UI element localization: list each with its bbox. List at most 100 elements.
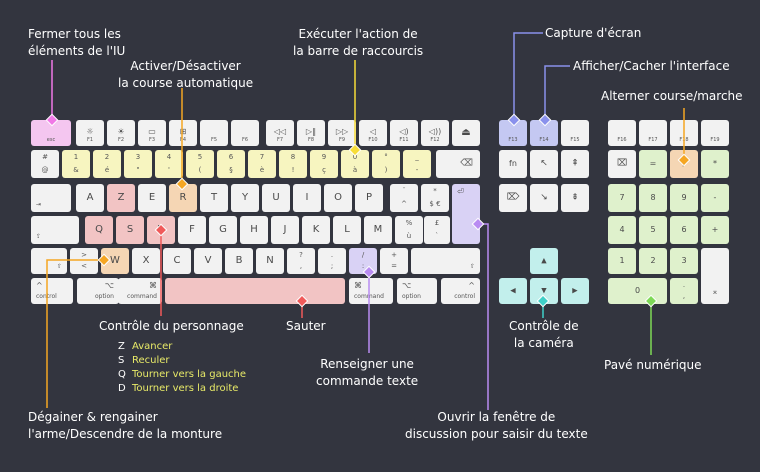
label-walk-run: Alterner course/marche: [601, 89, 743, 103]
key-minus-top: _: [415, 153, 419, 161]
key-star-bottom: $ €: [429, 200, 441, 208]
key-f5-label: F5: [210, 137, 218, 143]
key-u-label: U: [272, 192, 280, 203]
arrow-down-icon: ▼: [541, 286, 547, 295]
key-f5: F5: [200, 120, 228, 146]
key-caps-lock: ⇪: [31, 216, 79, 244]
key-lt-top: >: [81, 251, 87, 259]
key-f2: ☀F2: [107, 120, 135, 146]
key-star: * $ €: [421, 184, 449, 212]
key-f11: ◁)F11: [390, 120, 418, 146]
key-percent: %ù: [395, 216, 423, 244]
key-4-bottom: ': [168, 166, 170, 174]
key-1: 1&: [62, 150, 90, 178]
control-icon: ^: [468, 281, 475, 290]
key-h: H: [240, 216, 268, 244]
legend-action: Tourner vers la droite: [132, 383, 239, 394]
key-period: .;: [318, 248, 346, 274]
key-hash-bottom: @: [41, 166, 49, 174]
key-numpad-8-label: 8: [650, 193, 656, 202]
key-4-top: 4: [166, 153, 172, 161]
key-f19: F19: [701, 120, 729, 146]
key-option-label: option: [402, 293, 421, 300]
key-a-label: A: [86, 192, 94, 203]
label-screenshot: Capture d'écran: [545, 26, 642, 40]
label-autorun-line2: la course automatique: [118, 76, 254, 90]
label-close-ui: Fermer tous les éléments de l'IU: [28, 26, 125, 60]
key-percent-top: %: [405, 219, 413, 227]
legend-action: Tourner vers la gauche: [132, 369, 247, 380]
key-k: K: [302, 216, 330, 244]
key-slash-bottom: :: [361, 262, 365, 270]
legend-key: Q: [118, 369, 126, 380]
key-f1-label: F1: [86, 137, 94, 143]
key-numpad-1-label: 1: [619, 256, 625, 265]
arrow-up-icon: ▲: [541, 256, 547, 265]
key-f4-label: F4: [179, 137, 187, 143]
key-numpad-3-label: 3: [681, 256, 687, 265]
key-f10-label: F10: [368, 137, 378, 143]
legend-row: Q Tourner vers la gauche: [118, 368, 246, 382]
key-f14-label: F14: [539, 137, 549, 143]
command-icon: ⌘: [354, 281, 362, 290]
key-i: I: [293, 184, 321, 212]
label-command-line1: Renseigner une: [320, 357, 414, 371]
key-c-label: C: [173, 255, 181, 266]
caps-lock-icon: ⇪: [36, 233, 42, 240]
key-left-shift: ⇧: [31, 248, 67, 274]
eject-icon: ⏏: [461, 127, 471, 138]
key-v: V: [194, 248, 222, 274]
key-a: A: [76, 184, 104, 212]
mission-control-icon: ▭: [148, 127, 156, 136]
key-period-bottom: ;: [330, 262, 334, 270]
key-numpad-0: 0: [608, 278, 667, 304]
key-6-bottom: §: [229, 166, 233, 174]
key-arrow-down: ▼: [530, 278, 558, 304]
key-f6: F6: [231, 120, 259, 146]
key-minus-bottom: -: [415, 166, 419, 174]
key-numpad-6: 6: [670, 216, 698, 244]
key-numpad-6-label: 6: [681, 225, 687, 234]
key-arrow-up: ▲: [530, 248, 558, 274]
key-star-top: *: [433, 187, 437, 195]
key-q-label: Q: [95, 224, 103, 235]
arrow-left-icon: ◀: [510, 286, 516, 295]
key-numpad-clear: ⌧: [608, 150, 636, 178]
key-eject: ⏏: [452, 120, 480, 146]
key-f18: F18: [670, 120, 698, 146]
key-left-command: ⌘command: [118, 278, 162, 304]
key-control-label: control: [454, 293, 475, 300]
key-p-label: P: [365, 192, 373, 203]
key-degree-bottom: ): [384, 166, 388, 174]
key-h-label: H: [250, 224, 258, 235]
key-f4: ⊞F4: [169, 120, 197, 146]
key-right-shift: ⇧: [411, 248, 480, 274]
key-f9: ▷▷F9: [328, 120, 356, 146]
key-o: O: [324, 184, 352, 212]
key-fn-label: fn: [509, 159, 517, 168]
label-close-ui-line2: éléments de l'IU: [28, 44, 126, 58]
key-f12: ◁))F12: [421, 120, 449, 146]
key-numpad-divide-label: /: [682, 159, 686, 168]
key-f10: ◁F10: [359, 120, 387, 146]
rewind-icon: ◁◁: [273, 127, 287, 136]
key-z-label: Z: [117, 192, 125, 203]
key-numpad-1: 1: [608, 248, 636, 274]
key-f12-label: F12: [430, 137, 440, 143]
key-lt-bottom: <: [81, 262, 87, 270]
end-icon: ↘: [540, 192, 548, 203]
key-5: 5(: [186, 150, 214, 178]
label-action-bar-line1: Exécuter l'action de: [298, 27, 418, 41]
option-icon: ⌥: [104, 281, 114, 290]
key-5-bottom: (: [198, 166, 202, 174]
key-w: W: [101, 248, 129, 274]
label-autorun-line1: Activer/Désactiver: [130, 59, 241, 73]
key-f19-label: F19: [710, 137, 720, 143]
enter-icon: ⌅: [711, 287, 719, 296]
key-numpad-decimal: .,: [670, 278, 698, 304]
volume-up-icon: ◁)): [428, 127, 442, 136]
key-slash-top: /: [361, 251, 365, 259]
brightness-down-icon: ☼: [86, 127, 94, 136]
